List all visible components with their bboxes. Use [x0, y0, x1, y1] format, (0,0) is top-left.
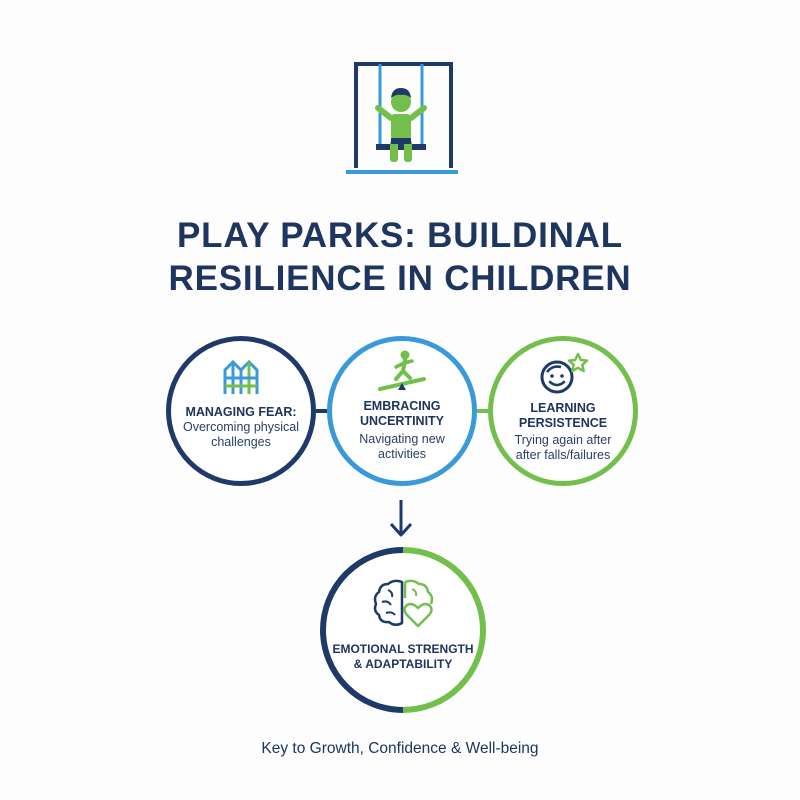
page-title-line-2: RESILIENCE IN CHILDREN — [168, 259, 632, 298]
child-on-seesaw-icon — [378, 350, 426, 391]
step-managing-fear: MANAGING FEAR: Overcoming physical chall… — [166, 336, 316, 486]
footer-tagline: Key to Growth, Confidence & Well-being — [261, 740, 539, 757]
step-learning-persistence: LEARNING PERSISTENCE Trying again after … — [488, 336, 638, 486]
step-title-line-2: UNCERTINITY — [359, 414, 445, 428]
brain-with-heart-icon — [373, 579, 434, 628]
step-desc-line-1: Overcoming physical — [182, 420, 299, 434]
climbing-frame-icon — [223, 359, 259, 394]
child-on-swing-icon — [346, 62, 458, 174]
outcome-circle — [320, 547, 486, 713]
outcome-label-line-2: & ADAPTABILITY — [353, 657, 453, 671]
outcome-label-line-1: EMOTIONAL STRENGTH — [332, 642, 474, 656]
step-title-line-1: LEARNING — [530, 401, 596, 415]
step-title: MANAGING FEAR: — [185, 405, 297, 419]
page-title-line-1: PLAY PARKS: BUILDINAL — [177, 216, 623, 255]
outcome-label: EMOTIONAL STRENGTH & ADAPTABILITY — [318, 642, 488, 672]
step-title-line-2: PERSISTENCE — [518, 416, 608, 430]
arrow-down-icon — [389, 500, 413, 537]
step-desc-line-2: challenges — [211, 435, 271, 449]
step-embracing-uncertainty: EMBRACING UNCERTINITY Navigating new act… — [327, 336, 477, 486]
smiling-face-with-star-icon — [540, 352, 589, 394]
step-desc-line-1: Trying again after — [514, 433, 612, 447]
step-desc-line-2: activities — [378, 447, 426, 461]
step-desc-line-2: after falls/failures — [515, 448, 611, 462]
step-title-line-1: EMBRACING — [363, 399, 441, 413]
step-desc-line-1: Navigating new — [359, 432, 445, 446]
